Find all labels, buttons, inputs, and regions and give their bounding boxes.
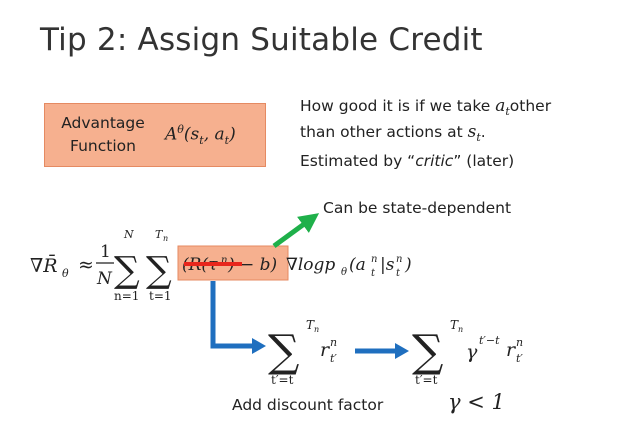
desc-line1-var-sub: t bbox=[505, 105, 510, 119]
desc-line3-prefix: Estimated by “ bbox=[300, 152, 416, 170]
sum-left-sigma: ∑ bbox=[268, 326, 299, 377]
desc-line2-suffix: . bbox=[480, 123, 486, 141]
grad-s-sub: t bbox=[396, 268, 401, 279]
grad-a-sup: n bbox=[371, 254, 377, 265]
advantage-comma: , a bbox=[203, 124, 225, 145]
advantage-label-line1: Advantage bbox=[61, 114, 145, 132]
sum-right-sigma: ∑ bbox=[412, 326, 443, 377]
sum-right-gamma: γ bbox=[466, 341, 478, 363]
sum-left: ∑ T n t′=t r n t′ bbox=[268, 318, 337, 387]
green-arrow bbox=[272, 213, 320, 249]
sum-left-term: r bbox=[320, 339, 331, 361]
description-line-3: Estimated by “critic” (later) bbox=[300, 152, 514, 170]
formula-approx: ≈ bbox=[78, 254, 94, 276]
sum-left-top-sub: n bbox=[314, 325, 319, 334]
sum-right-top-sub: n bbox=[458, 325, 463, 334]
formula-lhs-sub: θ bbox=[62, 267, 69, 280]
advantage-sub-2: t bbox=[224, 134, 230, 148]
sum2-top: T bbox=[155, 228, 164, 241]
sum1-sigma: ∑ bbox=[114, 250, 140, 291]
grad-s-sup: n bbox=[396, 254, 402, 265]
desc-line2-var-sub: t bbox=[476, 131, 481, 145]
desc-line1-var: a bbox=[495, 96, 506, 116]
crossed-return-sup: n bbox=[221, 255, 227, 266]
desc-line1-prefix: How good it is if we take bbox=[300, 97, 496, 115]
sum-left-term-sub: t′ bbox=[330, 352, 337, 365]
grad-bar-s: |s bbox=[380, 255, 395, 275]
sum2-bottom: t=1 bbox=[149, 289, 172, 303]
sum-right-bottom: t′=t bbox=[415, 373, 438, 387]
advantage-superscript: θ bbox=[177, 123, 184, 136]
formula-lhs: ∇R̄ bbox=[30, 254, 58, 277]
slide-title: Tip 2: Assign Suitable Credit bbox=[40, 22, 483, 58]
blue-small-arrow-head bbox=[395, 343, 409, 359]
main-formula: ∇R̄ θ ≈ 1 N N ∑ n=1 T n ∑ t=1 (R(τ n ) −… bbox=[30, 228, 412, 303]
advantage-sub-1: t bbox=[199, 134, 204, 148]
advantage-function-label: Advantage Function bbox=[53, 112, 153, 158]
advantage-symbol: Aθ(st, at) bbox=[165, 123, 236, 147]
grad-log-p: ∇logp bbox=[286, 255, 335, 275]
sum-right: ∑ T n t′=t γ t′−t r n t′ bbox=[412, 318, 523, 387]
blue-elbow-arrow-head bbox=[252, 338, 266, 354]
add-discount-label: Add discount factor bbox=[232, 396, 384, 414]
sum1-top: N bbox=[123, 228, 134, 241]
grad-log-sub: θ bbox=[341, 267, 347, 278]
advantage-A: A bbox=[165, 124, 178, 145]
sum-right-top: T bbox=[450, 318, 459, 332]
gamma-condition: γ < 1 bbox=[448, 390, 505, 414]
desc-line1-suffix: other bbox=[509, 97, 552, 115]
sum1-bottom: n=1 bbox=[114, 289, 139, 303]
blue-elbow-arrow-line bbox=[210, 281, 252, 349]
sum-right-term: r bbox=[506, 339, 517, 361]
description-line-2: than other actions at st. bbox=[300, 122, 486, 144]
sum-right-term-sup: n bbox=[516, 336, 523, 349]
sum-left-term-sup: n bbox=[330, 336, 337, 349]
desc-line2-prefix: than other actions at bbox=[300, 123, 468, 141]
description-line-1: How good it is if we take atother bbox=[300, 96, 551, 118]
sum-left-top: T bbox=[306, 318, 315, 332]
sum-left-bottom: t′=t bbox=[271, 373, 294, 387]
formula-frac-num: 1 bbox=[100, 242, 111, 262]
advantage-function-box: Advantage Function Aθ(st, at) bbox=[44, 103, 266, 167]
advantage-args-close: ) bbox=[229, 124, 236, 145]
formula-frac-den: N bbox=[96, 269, 113, 289]
sum-right-term-sub: t′ bbox=[516, 352, 523, 365]
sum2-sigma: ∑ bbox=[146, 250, 172, 291]
grad-a-sub: t bbox=[371, 268, 376, 279]
sum-right-gamma-sup: t′−t bbox=[479, 334, 500, 347]
desc-line2-var: s bbox=[467, 122, 477, 142]
desc-line3-suffix: ” (later) bbox=[453, 152, 515, 170]
grad-args-open: (a bbox=[349, 255, 366, 275]
grad-args-close: ) bbox=[404, 255, 412, 275]
sum2-top-sub: n bbox=[163, 234, 168, 243]
minus-baseline: − b) bbox=[240, 255, 277, 275]
desc-line3-italic: critic bbox=[415, 152, 454, 170]
state-dependent-note: Can be state-dependent bbox=[323, 199, 512, 217]
advantage-args-open: (s bbox=[183, 124, 200, 145]
advantage-label-line2: Function bbox=[70, 137, 136, 155]
